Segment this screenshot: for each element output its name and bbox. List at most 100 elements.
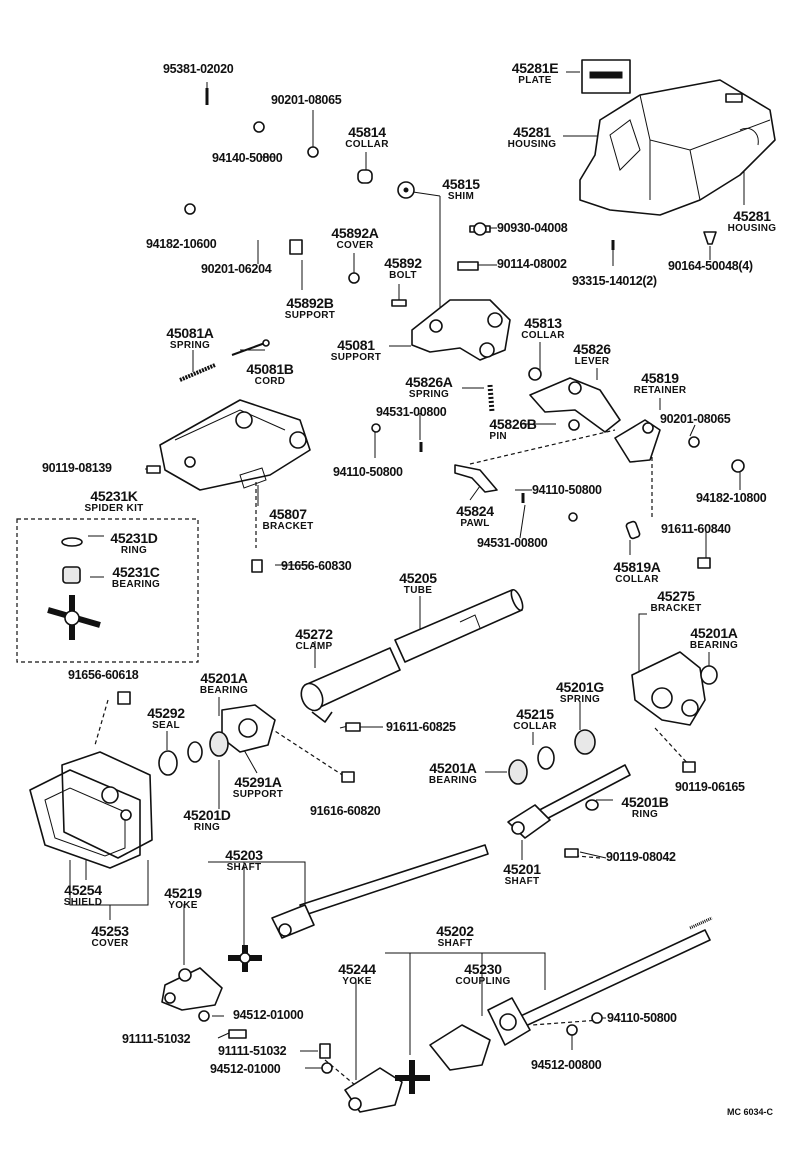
- bolt-45892: [391, 299, 407, 307]
- bolt-90119-08139: [146, 465, 161, 474]
- pn-94110-50800-left: 94110-50800: [333, 465, 403, 479]
- figure-code: MC 6034-C: [727, 1107, 774, 1117]
- pn-91616-60820: 91616-60820: [310, 804, 381, 818]
- nut-94512-01000b: [321, 1062, 333, 1074]
- yoke-45219: [161, 967, 223, 1011]
- spring-45201G: [574, 729, 596, 755]
- pn-94110-50800-mid: 94110-50800: [532, 483, 602, 497]
- pn-91656-60830: 91656-60830: [281, 559, 352, 573]
- collar-45813: [528, 367, 542, 381]
- pn-91611-60840: 91611-60840: [661, 522, 731, 536]
- bearing-45231C: [62, 566, 81, 584]
- bolt-91611-60840: [697, 557, 711, 569]
- bearing-45201A-a: [700, 665, 718, 685]
- pn-90114-08002: 90114-08002: [497, 257, 567, 271]
- collar-45814: [357, 169, 373, 184]
- pn-94512-01000-top: 94512-01000: [233, 1008, 304, 1022]
- washer-90201a: [307, 146, 319, 158]
- cord-45081B: [231, 339, 270, 356]
- ring-45201D: [187, 741, 203, 763]
- pn-93315-14012: 93315-14012(2): [572, 274, 657, 288]
- shaft-45203: [271, 844, 489, 939]
- bolt-90164: [703, 231, 717, 245]
- leader-lines: [69, 71, 745, 1080]
- pn-94512-01000-low: 94512-01000: [210, 1062, 281, 1076]
- bolt-91611-60825: [345, 722, 361, 732]
- pn-91111-51032-left: 91111-51032: [122, 1032, 191, 1046]
- pn-90201-08065-top: 90201-08065: [271, 93, 342, 107]
- support-45081: [411, 299, 511, 361]
- pn-94110-50800-low: 94110-50800: [607, 1011, 677, 1025]
- clamp-45272: [300, 647, 401, 723]
- spring-45081A: [179, 363, 216, 382]
- pn-90164-50048: 90164-50048(4): [668, 259, 753, 273]
- pn-91656-60618: 91656-60618: [68, 668, 139, 682]
- bearing-45201A-c: [508, 759, 528, 785]
- pn-90201-06204: 90201-06204: [201, 262, 272, 276]
- lever-45826: [529, 377, 621, 433]
- pn-90119-06165: 90119-06165: [675, 780, 745, 794]
- pn-94531-00800-low: 94531-00800: [477, 536, 548, 550]
- spider-cross-b: [228, 945, 262, 972]
- spider-cross: [47, 595, 101, 640]
- pin-45826B: [568, 419, 580, 431]
- bolt-91656-60830: [251, 559, 263, 573]
- nut-94182-10800: [731, 459, 745, 473]
- bolt-91616-60820: [341, 771, 355, 783]
- pn-90201-08065-right: 90201-08065: [660, 412, 731, 426]
- pn-90930-04008: 90930-04008: [497, 221, 568, 235]
- plate-45281E: [581, 59, 631, 94]
- nut-94182-10600: [184, 203, 196, 215]
- nut-94512-00800: [566, 1024, 578, 1036]
- pn-94182-10800: 94182-10800: [696, 491, 767, 505]
- ring-45231D: [61, 537, 83, 547]
- nut-94140: [253, 121, 265, 133]
- pn-94140-50800: 94140-50800: [212, 151, 283, 165]
- nut-94110b: [568, 512, 578, 522]
- pn-95381-02020: 95381-02020: [163, 62, 234, 76]
- housing-45281: [579, 79, 776, 216]
- bolt-90114: [457, 261, 479, 271]
- bolt-90119-08042: [564, 848, 579, 858]
- support-45291A: [221, 704, 276, 753]
- pawl-45824: [454, 464, 498, 493]
- spring-45826A: [487, 384, 495, 413]
- pn-91111-51032-mid: 91111-51032: [218, 1044, 287, 1058]
- cover-45253: [61, 751, 153, 859]
- collar-45819A: [625, 520, 641, 540]
- pn-94182-10600: 94182-10600: [146, 237, 217, 251]
- coupling-45230: [429, 997, 531, 1071]
- nut-94110c: [591, 1012, 603, 1024]
